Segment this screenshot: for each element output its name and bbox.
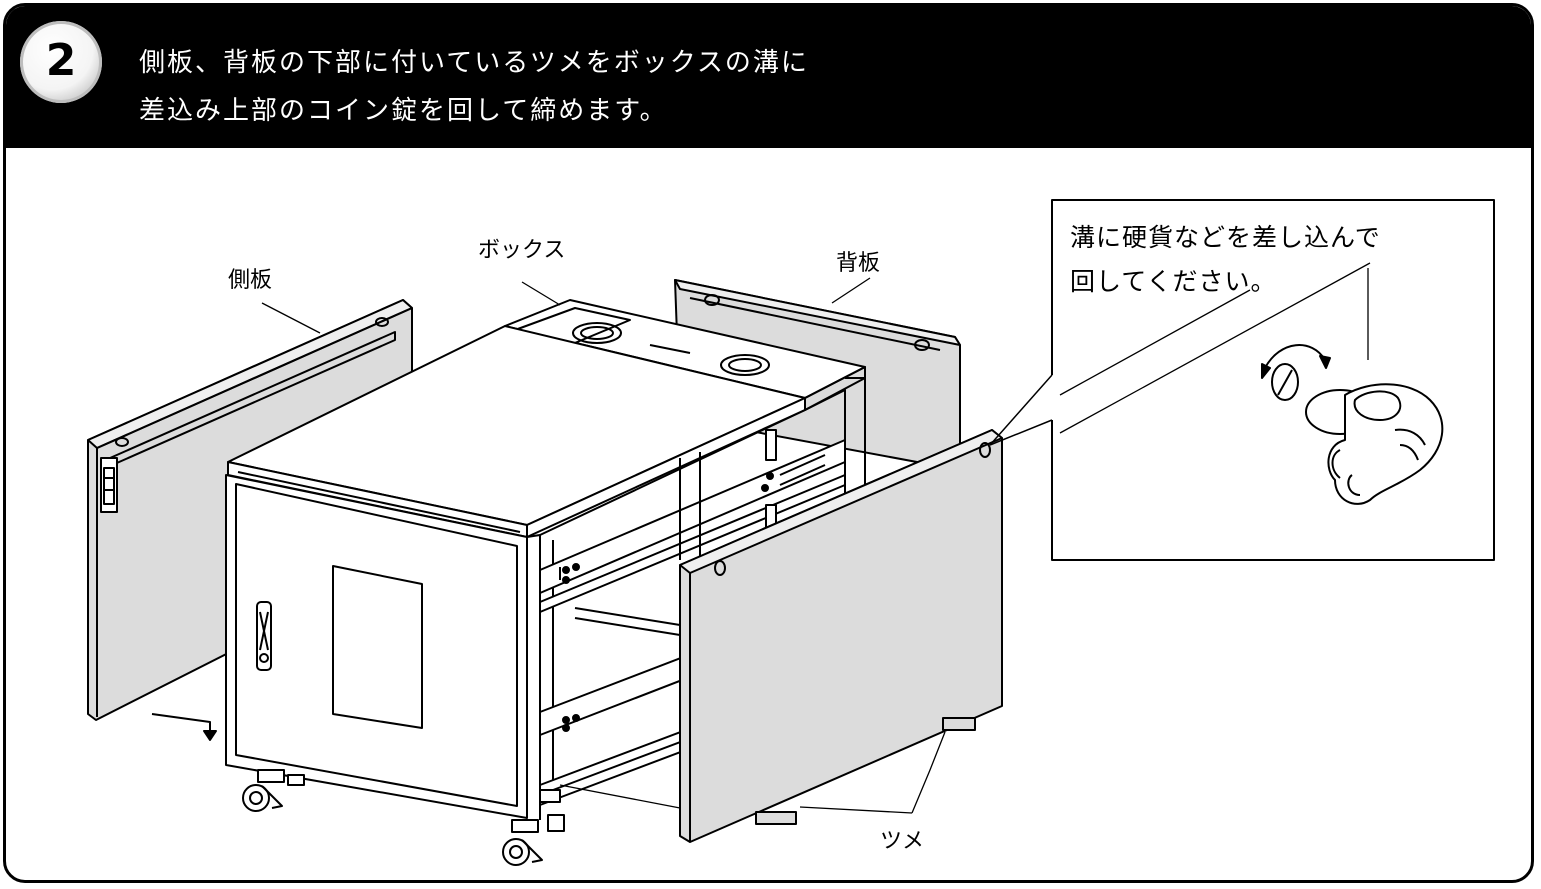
tab-rear	[942, 717, 976, 731]
box-top-surface	[227, 325, 806, 538]
instruction-line-2: 差込み上部のコイン錠を回して締めます。	[139, 96, 668, 126]
label-tab: ツメ	[880, 829, 925, 854]
step-number-badge: 2	[20, 21, 102, 103]
instruction-line-1: 側板、背板の下部に付いているツメをボックスの溝に	[139, 48, 809, 78]
tab-front	[755, 811, 797, 825]
front-door	[225, 474, 528, 819]
callout-line-1: 溝に硬貨などを差し込んで	[1070, 223, 1381, 252]
right-side-panel	[679, 429, 1003, 843]
leader-lines	[261, 277, 946, 814]
step-header: 2 側板、背板の下部に付いているツメをボックスの溝に 差込み上部のコイン錠を回し…	[6, 6, 1531, 148]
casters	[242, 769, 565, 866]
coin-lock-callout	[989, 199, 1495, 561]
step-number: 2	[45, 35, 77, 86]
callout-line-2: 回してください。	[1070, 267, 1277, 296]
label-box: ボックス	[478, 238, 566, 263]
label-back-panel: 背板	[836, 251, 881, 276]
label-side-panel: 側板	[228, 268, 273, 293]
